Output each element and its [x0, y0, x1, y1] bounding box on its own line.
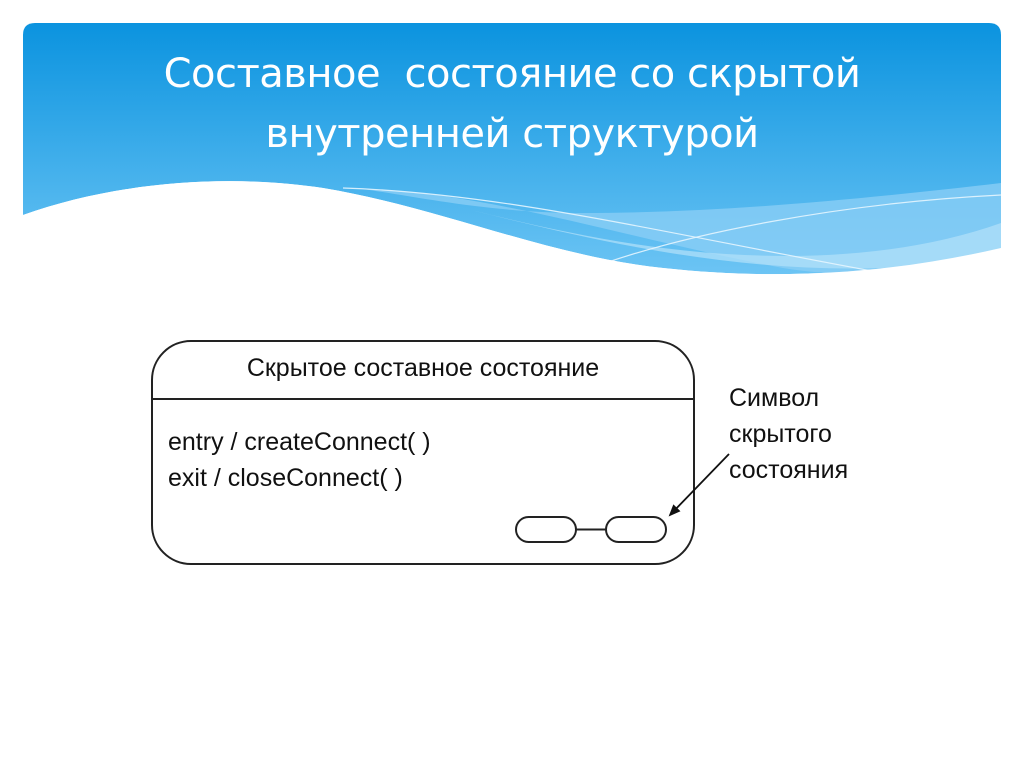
state-name: Скрытое составное состояние [246, 354, 600, 382]
title-line-1: Составное состояние со скрытой [163, 51, 861, 97]
state-divider [153, 398, 693, 400]
annotation-note: Символ скрытого состояния [729, 380, 848, 488]
exit-action: exit / closeConnect( ) [168, 464, 403, 492]
title-line-2: внутренней структурой [265, 111, 759, 157]
wave-background [23, 23, 1001, 283]
title-banner [23, 23, 1001, 283]
composite-state-box: Скрытое составное состояние entry / crea… [151, 340, 695, 565]
annotation-line-2: скрытого [729, 420, 832, 448]
two-linked-ovals-icon [515, 516, 667, 543]
slide-title: Составное состояние со скрытой внутренне… [23, 44, 1001, 164]
state-actions: entry / createConnect( ) exit / closeCon… [168, 424, 431, 496]
entry-action: entry / createConnect( ) [168, 428, 431, 456]
annotation-arrow [668, 453, 730, 517]
annotation-line-3: состояния [729, 456, 849, 484]
annotation-line-1: Символ [729, 384, 820, 412]
